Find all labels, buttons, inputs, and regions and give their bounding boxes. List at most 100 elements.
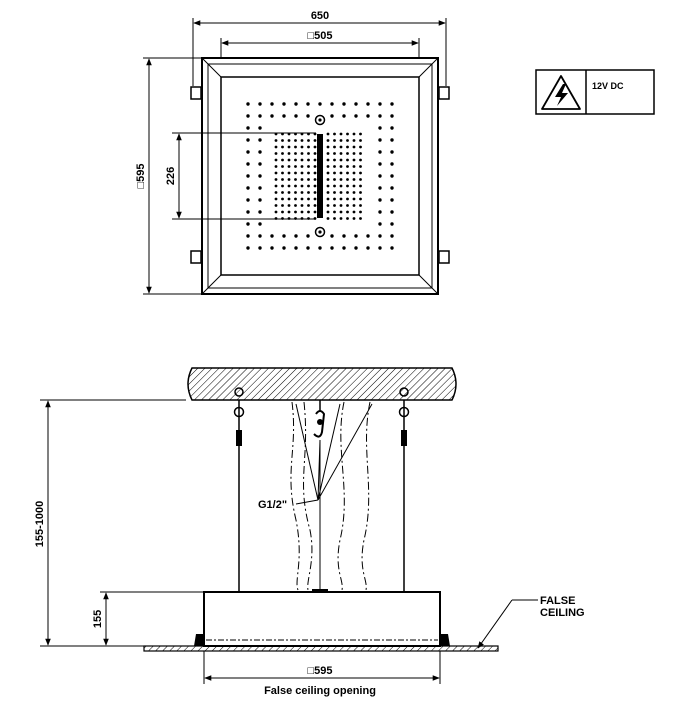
nozzle-dot	[342, 246, 346, 250]
nozzle-dot	[307, 184, 310, 188]
nozzle-dot	[282, 246, 286, 250]
nozzle-dot	[339, 197, 343, 201]
mount-tab	[190, 250, 202, 264]
nozzle-dot	[339, 184, 343, 188]
nozzle-dot	[306, 114, 310, 118]
nozzle-dot	[281, 171, 284, 175]
false-ceiling-leader	[477, 599, 513, 649]
nozzle-dot	[307, 210, 310, 214]
nozzle-dot	[346, 178, 349, 181]
nozzle-dot	[313, 152, 317, 155]
nozzle-dot	[333, 178, 336, 181]
nozzle-dot	[366, 234, 370, 238]
nozzle-dot	[307, 158, 310, 162]
nozzle-dot	[333, 139, 336, 142]
nozzle-dot	[313, 197, 317, 201]
nozzle-dot	[274, 158, 278, 162]
dim-suspension: 155-1000	[34, 501, 46, 548]
nozzle-dot	[390, 138, 394, 142]
nozzle-dot	[390, 198, 394, 202]
nozzle-dot	[333, 184, 336, 188]
nozzle-dot	[352, 217, 356, 220]
nozzle-dot	[330, 102, 334, 106]
supply-hoses	[290, 401, 371, 591]
nozzle-dot	[294, 165, 297, 168]
nozzle-dot	[339, 217, 343, 220]
nozzle-dot	[352, 191, 356, 194]
false-ceiling-label-1: FALSE	[540, 595, 575, 607]
nozzle-dot	[294, 234, 298, 238]
nozzle-dot	[246, 210, 250, 214]
nozzle-dot	[281, 197, 284, 201]
right-hanger	[398, 387, 410, 592]
nozzle-dot	[281, 145, 284, 149]
nozzle-dot	[274, 210, 278, 214]
nozzle-dot	[333, 204, 336, 207]
nozzle-dot	[378, 102, 382, 106]
nozzle-dot	[287, 152, 291, 155]
nozzle-dot	[246, 246, 250, 250]
nozzle-dot	[300, 165, 304, 168]
nozzle-dot	[390, 162, 394, 166]
nozzle-dot	[378, 150, 382, 154]
nozzle-dot	[270, 102, 274, 106]
nozzle-dot	[333, 210, 336, 214]
nozzle-dot	[246, 234, 250, 238]
nozzle-dot	[326, 204, 330, 207]
nozzle-dot	[359, 145, 362, 149]
nozzle-dot	[281, 152, 284, 155]
nozzle-dot	[326, 178, 330, 181]
nozzle-dot	[258, 114, 262, 118]
nozzle-dot	[294, 158, 297, 162]
nozzle-dot	[359, 152, 362, 155]
nozzle-dot	[378, 138, 382, 142]
nozzle-dot	[339, 178, 343, 181]
nozzle-dot	[339, 145, 343, 149]
nozzle-dot	[346, 184, 349, 188]
nozzle-dot	[313, 204, 317, 207]
nozzle-dot	[390, 210, 394, 214]
nozzle-dot	[287, 145, 291, 149]
nozzle-dot	[346, 217, 349, 220]
nozzle-dot	[307, 191, 310, 194]
nozzle-dot	[359, 197, 362, 201]
nozzle-dot	[326, 145, 330, 149]
mount-tab	[438, 86, 450, 100]
high-voltage-icon	[541, 75, 581, 110]
nozzle-dot	[281, 184, 284, 188]
nozzle-dot	[287, 178, 291, 181]
nozzle-dot	[287, 165, 291, 168]
nozzle-dot	[246, 114, 250, 118]
nozzle-dot	[258, 150, 262, 154]
shower-body	[203, 591, 441, 647]
nozzle-dot	[306, 246, 310, 250]
nozzle-dot	[326, 158, 330, 162]
nozzle-dot	[359, 178, 362, 181]
nozzle-dot	[274, 184, 278, 188]
nozzle-dot	[274, 139, 278, 142]
nozzle-dot	[313, 158, 317, 162]
inlet-leader-lines	[295, 403, 373, 505]
nozzle-dot	[346, 158, 349, 162]
nozzle-dot	[326, 171, 330, 175]
nozzle-dot	[346, 152, 349, 155]
nozzle-dot	[246, 198, 250, 202]
nozzle-dot	[294, 114, 298, 118]
nozzle-dot	[352, 145, 356, 149]
nozzle-dot	[326, 191, 330, 194]
nozzle-dot	[346, 132, 349, 136]
nozzle-dot	[300, 171, 304, 175]
nozzle-dot	[366, 102, 370, 106]
nozzle-dot	[346, 171, 349, 175]
nozzle-dot	[281, 191, 284, 194]
nozzle-dot	[326, 210, 330, 214]
nozzle-dot	[313, 139, 317, 142]
nozzle-dot	[274, 197, 278, 201]
nozzle-dot	[258, 246, 262, 250]
nozzle-dot	[339, 132, 343, 136]
nozzle-dot	[359, 191, 362, 194]
nozzle-dot	[300, 191, 304, 194]
nozzle-dot	[359, 139, 362, 142]
nozzle-dot	[258, 198, 262, 202]
shower-frame-bevel	[207, 63, 433, 289]
